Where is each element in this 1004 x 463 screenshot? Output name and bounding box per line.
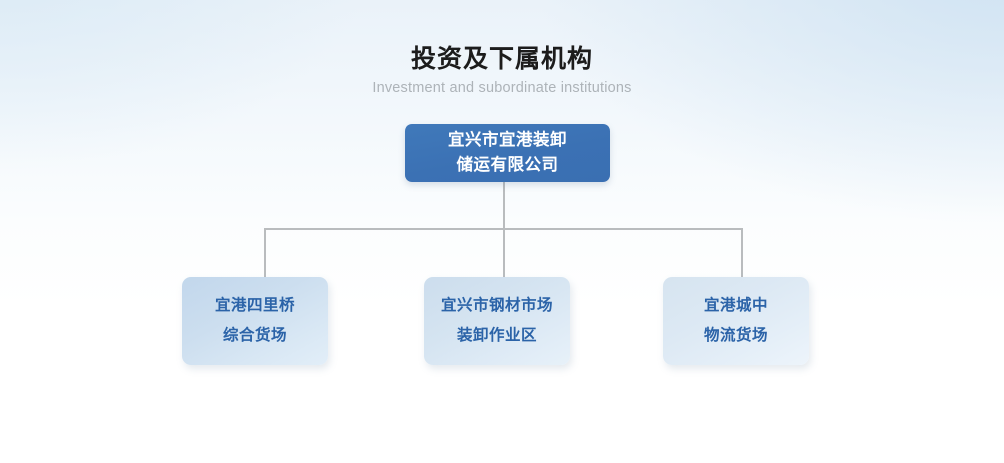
page-subtitle: Investment and subordinate institutions <box>372 80 632 96</box>
org-node-child-3[interactable]: 宜港城中 物流货场 <box>663 277 809 365</box>
org-node-child-2-label: 宜兴市钢材市场 装卸作业区 <box>440 297 553 344</box>
connector-branch-1 <box>264 228 266 278</box>
org-node-child-2[interactable]: 宜兴市钢材市场 装卸作业区 <box>424 277 570 365</box>
connector-horizontal-bus <box>264 228 743 230</box>
org-node-root-label: 宜兴市宜港装卸 储运有限公司 <box>448 131 567 174</box>
page-heading: 投资及下属机构 Investment and subordinate insti… <box>0 44 1004 97</box>
page-title: 投资及下属机构 <box>410 45 593 73</box>
connector-root-stem <box>503 182 505 230</box>
org-node-child-1[interactable]: 宜港四里桥 综合货场 <box>182 277 328 365</box>
connector-branch-2 <box>503 228 505 278</box>
connector-branch-3 <box>741 228 743 278</box>
org-node-root[interactable]: 宜兴市宜港装卸 储运有限公司 <box>405 124 610 182</box>
org-node-child-3-label: 宜港城中 物流货场 <box>703 297 768 344</box>
org-node-child-1-label: 宜港四里桥 综合货场 <box>214 297 295 344</box>
